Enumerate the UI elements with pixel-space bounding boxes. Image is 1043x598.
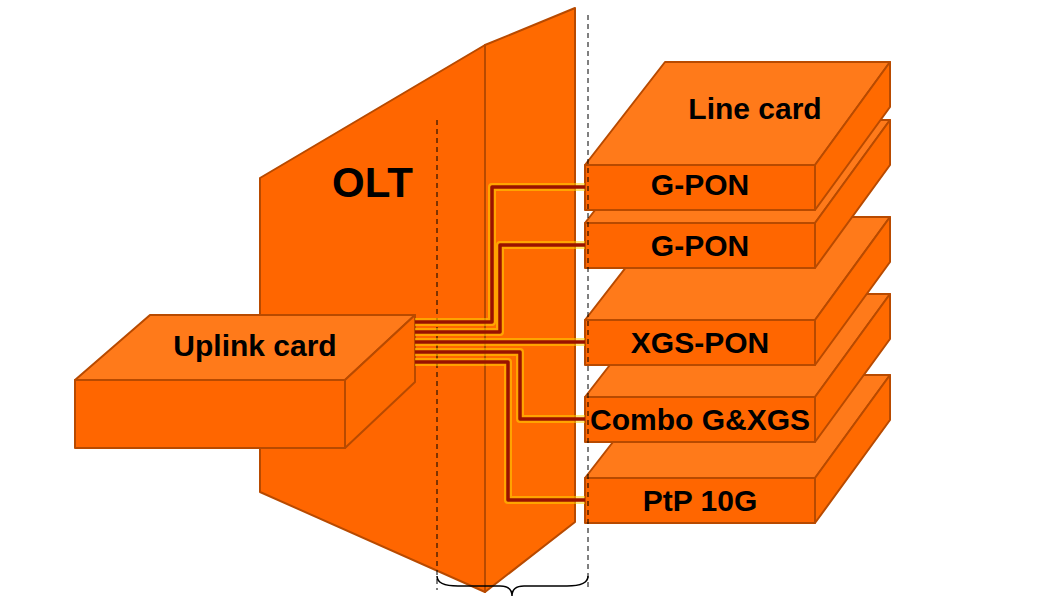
node-label: G-PON bbox=[585, 168, 815, 201]
uplink-card-shape bbox=[75, 315, 415, 448]
fiber bbox=[839, 489, 1036, 494]
fiber bbox=[856, 385, 1018, 390]
line-card-shape bbox=[585, 62, 1036, 210]
fiber bbox=[839, 234, 1036, 239]
node-label: G-PON bbox=[585, 229, 815, 262]
fiber bbox=[831, 419, 1019, 424]
fiber bbox=[822, 257, 1000, 262]
line-card: PtP 10G bbox=[585, 478, 815, 523]
node-label: Uplink card bbox=[135, 329, 375, 362]
fiber bbox=[848, 396, 1001, 401]
card-front bbox=[75, 380, 345, 448]
card-front bbox=[585, 223, 815, 268]
node-label: PtP 10G bbox=[585, 484, 815, 517]
line-card: Combo G&XGS bbox=[585, 397, 815, 442]
node-label: Line card bbox=[635, 92, 875, 125]
backplane-link bbox=[415, 245, 585, 332]
fiber bbox=[865, 296, 1037, 301]
uplink-card: Uplink card bbox=[75, 315, 415, 448]
link-core bbox=[415, 245, 585, 332]
backplane-link bbox=[415, 362, 585, 500]
fiber bbox=[839, 331, 1036, 336]
card-front bbox=[585, 478, 815, 523]
fiber bbox=[10, 323, 95, 328]
fiber bbox=[865, 454, 1037, 459]
link-core bbox=[415, 362, 585, 500]
link-glow bbox=[415, 362, 585, 500]
fiber bbox=[822, 431, 1000, 436]
card-front bbox=[585, 165, 815, 210]
guide-line bbox=[588, 15, 589, 590]
fiber bbox=[865, 141, 1037, 146]
line-card: G-PON bbox=[585, 223, 815, 268]
line-card: Line cardG-PON bbox=[585, 62, 890, 210]
fiber bbox=[839, 176, 1036, 181]
fiber bbox=[848, 222, 1001, 227]
fiber bbox=[822, 354, 1000, 359]
link-core bbox=[415, 340, 585, 344]
fiber bbox=[873, 285, 1000, 290]
fiber bbox=[848, 477, 1001, 482]
line-card-shape bbox=[585, 217, 1036, 365]
fiber bbox=[822, 199, 1000, 204]
line-cards-shapes bbox=[585, 62, 1036, 523]
node-label: OLT bbox=[260, 160, 485, 206]
link-glow bbox=[415, 245, 585, 332]
olt-chassis bbox=[260, 8, 575, 592]
fiber bbox=[856, 153, 1018, 158]
line-card: XGS-PON bbox=[585, 320, 815, 365]
link-glow bbox=[415, 338, 585, 346]
fiber bbox=[839, 408, 1036, 413]
bracket bbox=[437, 576, 588, 596]
fiber bbox=[865, 373, 1037, 378]
card-front bbox=[585, 320, 815, 365]
uplink-fibers bbox=[10, 300, 120, 325]
card-front bbox=[585, 397, 815, 442]
fiber bbox=[831, 245, 1019, 250]
fiber bbox=[856, 308, 1018, 313]
fiber bbox=[873, 443, 1000, 448]
node-label: XGS-PON bbox=[585, 326, 815, 359]
fiber bbox=[831, 187, 1019, 192]
line-card-shape bbox=[585, 375, 1036, 523]
backplane-link bbox=[415, 342, 585, 343]
fiber bbox=[873, 130, 1000, 135]
card-side bbox=[345, 315, 415, 448]
fiber bbox=[831, 500, 1019, 505]
fiber bbox=[856, 211, 1018, 216]
fiber bbox=[822, 512, 1000, 517]
fiber bbox=[831, 342, 1019, 347]
fiber bbox=[848, 164, 1001, 169]
olt-chassis-label: OLT bbox=[260, 45, 485, 492]
fiber bbox=[848, 319, 1001, 324]
node-label: Combo G&XGS bbox=[585, 403, 815, 436]
fiber bbox=[856, 466, 1018, 471]
fiber bbox=[882, 273, 1019, 278]
fiber bbox=[873, 362, 1000, 367]
fiber bbox=[30, 298, 120, 303]
fiber bbox=[882, 118, 1019, 123]
